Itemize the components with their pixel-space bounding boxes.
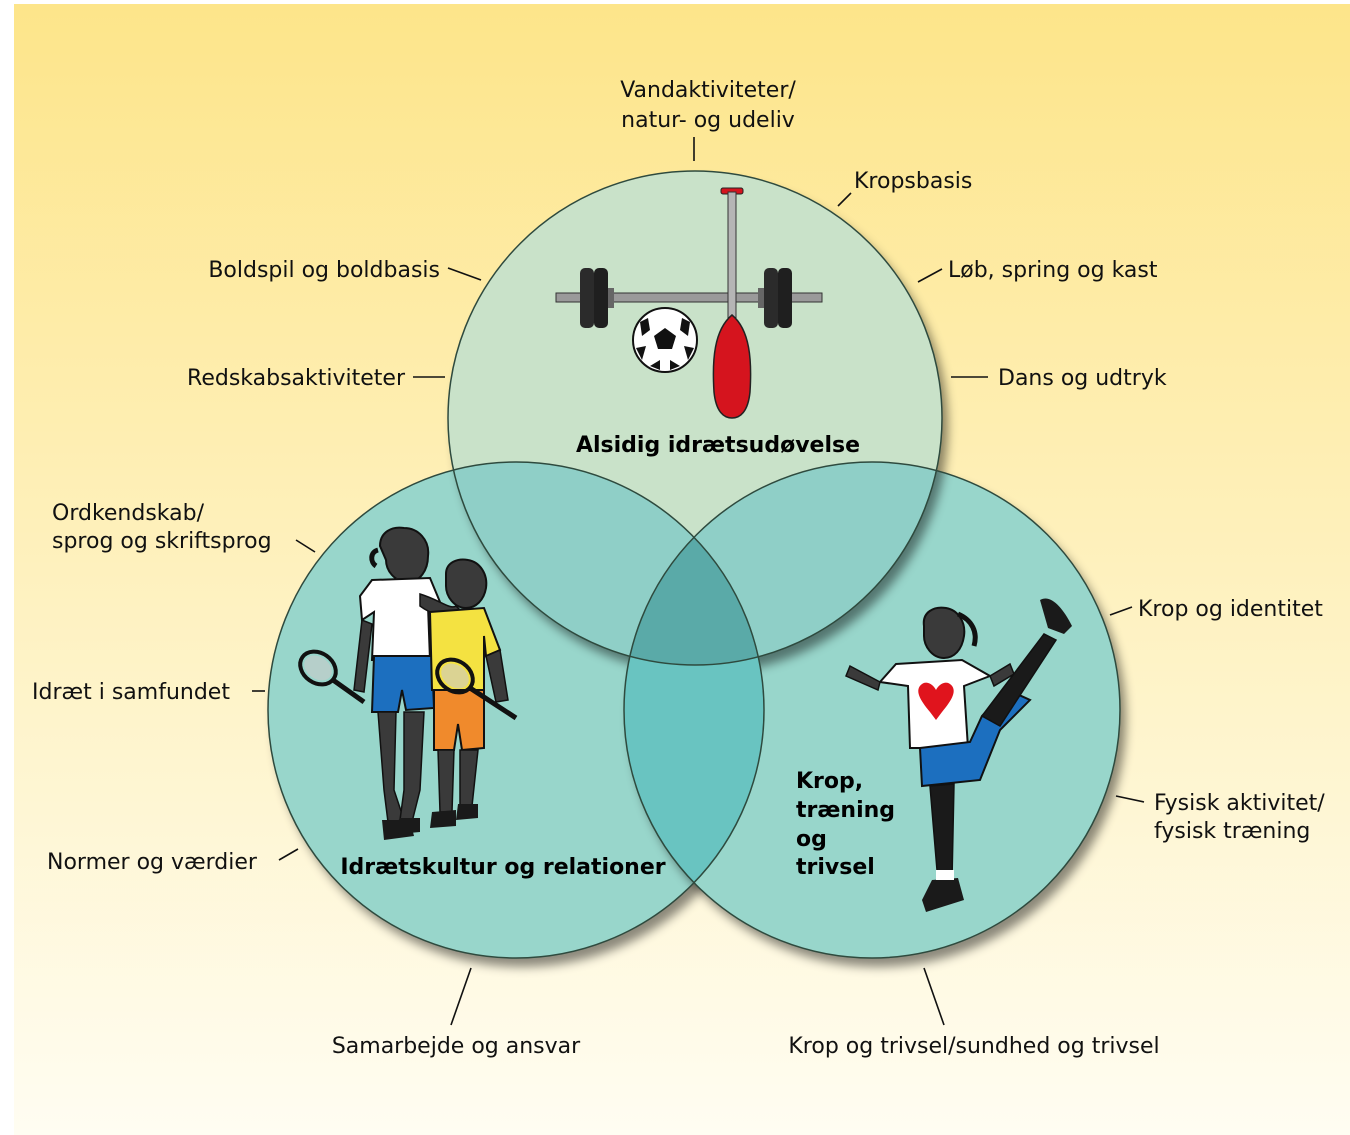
svg-text:Normer og værdier: Normer og værdier [47,850,258,875]
heart-icon [918,682,954,720]
title-alsidig: Alsidig idrætsudøvelse [576,433,860,458]
label-lob-spring-kast: Løb, spring og kast [917,258,1158,283]
svg-text:Krop og trivsel/sundhed og tri: Krop og trivsel/sundhed og trivsel [788,1034,1159,1059]
overlap-top-right [624,462,942,665]
circle-outline-left [267,461,765,959]
label-idraet-samfundet: Idræt i samfundet [32,680,265,705]
racket-left [298,649,366,705]
label-vandaktiviteter: Vandaktiviteter/ natur- og udeliv [620,78,796,161]
label-fysisk-line-1: Fysisk aktivitet/ [1154,791,1325,816]
title-krop-line-1: Krop, [796,769,863,794]
overlap-top-left [448,462,764,665]
small-child [428,558,509,828]
label-ordkendskab-line-1: Ordkendskab/ [52,501,205,526]
circle-outline-right [623,461,1121,959]
label-boldspil: Boldspil og boldbasis [208,258,482,283]
svg-text:Kropsbasis: Kropsbasis [854,169,972,194]
label-kropsbasis: Kropsbasis [837,169,972,207]
svg-text:Idræt i samfundet: Idræt i samfundet [32,680,230,705]
racket-right [435,657,518,721]
svg-text:Dans og udtryk: Dans og udtryk [998,366,1167,391]
label-krop-trivsel: Krop og trivsel/sundhed og trivsel [788,967,1160,1059]
svg-text:Boldspil og boldbasis: Boldspil og boldbasis [208,258,440,283]
label-ordkendskab-line-2: sprog og skriftsprog [52,529,272,554]
label-vand-line-2: natur- og udeliv [621,108,795,133]
title-krop-line-4: trivsel [796,855,875,880]
label-normer: Normer og værdier [47,848,299,875]
two-children-illustration [298,526,518,840]
soccer-ball-icon [632,307,698,373]
title-krop-line-2: træning [796,798,895,823]
label-fysisk: Fysisk aktivitet/ fysisk træning [1115,791,1325,844]
label-vand-line-1: Vandaktiviteter/ [620,78,796,103]
title-krop-traening: Krop, træning og trivsel [796,769,895,880]
label-samarbejde: Samarbejde og ansvar [332,967,581,1059]
svg-text:Løb, spring og kast: Løb, spring og kast [948,258,1158,283]
title-idraetskultur: Idrætskultur og relationer [340,855,665,880]
label-dans: Dans og udtryk [951,366,1167,391]
title-krop-line-3: og [796,827,827,852]
tall-child [353,526,464,840]
kicking-girl-illustration [845,598,1072,912]
circle-outline-top [447,170,943,666]
paddle-icon [712,187,752,419]
svg-text:Krop og identitet: Krop og identitet [1138,597,1323,622]
label-fysisk-line-2: fysisk træning [1154,819,1310,844]
barbell-icon [555,268,823,328]
label-redskabsaktiviteter: Redskabsaktiviteter [187,366,445,391]
svg-text:Redskabsaktiviteter: Redskabsaktiviteter [187,366,406,391]
venn-circles [267,170,1121,959]
svg-text:Samarbejde og ansvar: Samarbejde og ansvar [332,1034,581,1059]
label-krop-identitet: Krop og identitet [1109,597,1323,622]
label-ordkendskab: Ordkendskab/ sprog og skriftsprog [52,501,316,554]
